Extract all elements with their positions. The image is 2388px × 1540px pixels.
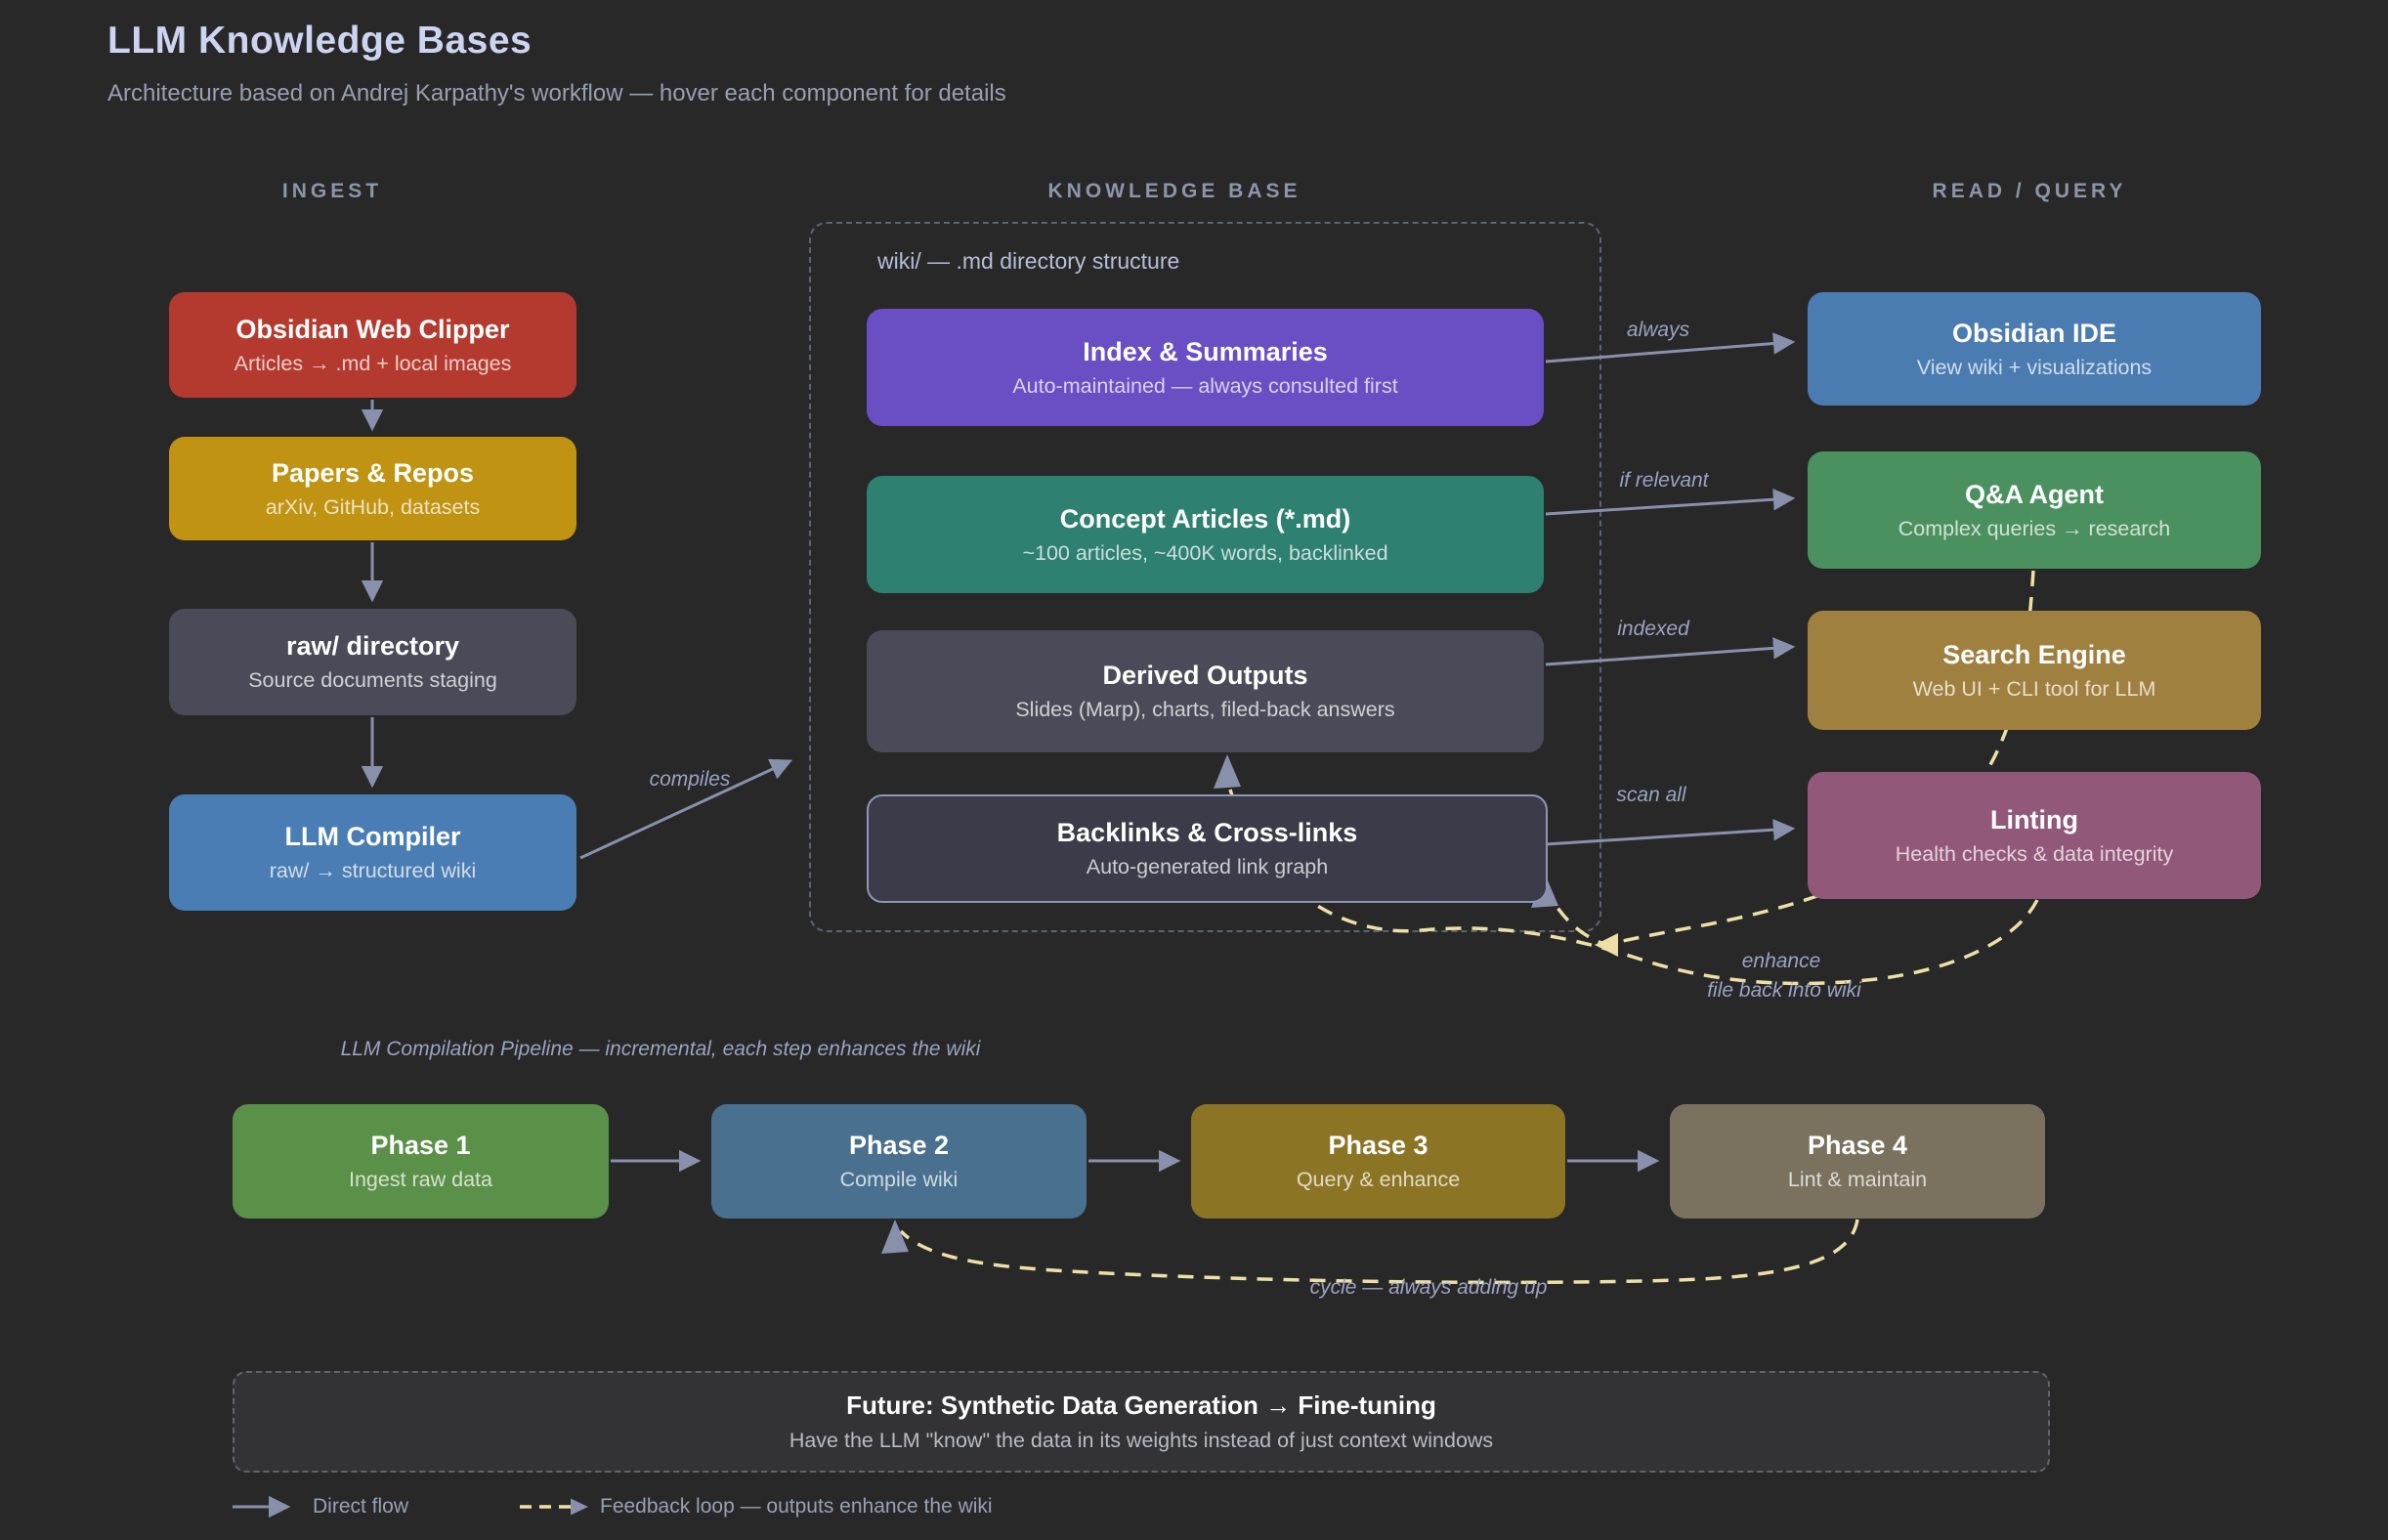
node-title: Linting (1990, 804, 2078, 834)
node-papers-repos[interactable]: Papers & Repos arXiv, GitHub, datasets (169, 437, 576, 540)
edge-label-cycle: cycle — always adding up (1309, 1276, 1548, 1299)
node-subtitle: View wiki + visualizations (1916, 355, 2153, 379)
node-backlinks-crosslinks[interactable]: Backlinks & Cross-links Auto-generated l… (867, 794, 1548, 903)
edge-label-indexed: indexed (1617, 618, 1689, 640)
node-title: Index & Summaries (1083, 336, 1328, 366)
column-heading-read-query: READ / QUERY (1932, 180, 2127, 202)
node-title: Obsidian IDE (1951, 318, 2117, 348)
node-title: Search Engine (1942, 639, 2126, 669)
node-qa-agent[interactable]: Q&A Agent Complex queries → research (1808, 451, 2261, 569)
future-title: Future: Synthetic Data Generation → Fine… (846, 1390, 1436, 1420)
node-subtitle: Web UI + CLI tool for LLM (1912, 676, 2156, 701)
direct-flow-arrow-icon (233, 1496, 291, 1518)
edge-label-always: always (1626, 319, 1690, 341)
node-subtitle: Complex queries → research (1898, 516, 2171, 540)
wiki-directory-label: wiki/ — .md directory structure (877, 248, 1180, 274)
node-subtitle: Auto-generated link graph (1086, 855, 1329, 878)
node-title: Phase 3 (1328, 1131, 1429, 1160)
node-title: Phase 1 (370, 1131, 471, 1160)
node-title: Q&A Agent (1965, 479, 2104, 509)
node-subtitle: Slides (Marp), charts, filed-back answer… (1015, 698, 1395, 721)
node-search-engine[interactable]: Search Engine Web UI + CLI tool for LLM (1808, 611, 2261, 730)
node-linting[interactable]: Linting Health checks & data integrity (1808, 772, 2261, 899)
node-subtitle: Health checks & data integrity (1895, 841, 2174, 866)
node-phase-2[interactable]: Phase 2 Compile wiki (711, 1104, 1087, 1219)
node-subtitle: Source documents staging (248, 668, 497, 692)
node-title: Obsidian Web Clipper (235, 314, 510, 344)
node-subtitle: Articles → .md + local images (234, 351, 512, 375)
node-subtitle: arXiv, GitHub, datasets (265, 494, 481, 519)
page-title: LLM Knowledge Bases (107, 20, 533, 62)
page-subtitle: Architecture based on Andrej Karpathy's … (107, 80, 1006, 107)
feedback-loop-arrow-icon (520, 1498, 588, 1516)
cycle-arrowhead-phase2 (881, 1219, 909, 1254)
node-phase-3[interactable]: Phase 3 Query & enhance (1191, 1104, 1565, 1219)
future-subtitle: Have the LLM "know" the data in its weig… (789, 1429, 1494, 1452)
node-title: Phase 4 (1807, 1131, 1908, 1160)
edge-label-if-relevant: if relevant (1619, 469, 1709, 492)
node-phase-4[interactable]: Phase 4 Lint & maintain (1670, 1104, 2045, 1219)
edge-label-enhance: enhance (1741, 950, 1821, 972)
node-title: LLM Compiler (284, 822, 461, 851)
node-concept-articles[interactable]: Concept Articles (*.md) ~100 articles, ~… (867, 476, 1544, 593)
legend-feedback-loop: Feedback loop — outputs enhance the wiki (518, 1495, 993, 1519)
node-title: raw/ directory (285, 631, 460, 661)
node-phase-1[interactable]: Phase 1 Ingest raw data (233, 1104, 609, 1219)
edge-label-file-back: file back into wiki (1707, 979, 1861, 1002)
legend-direct-flow: Direct flow (231, 1495, 408, 1519)
node-title: Phase 2 (848, 1131, 950, 1160)
node-subtitle: Lint & maintain (1787, 1168, 1928, 1191)
legend-feedback-loop-label: Feedback loop — outputs enhance the wiki (600, 1495, 993, 1518)
node-subtitle: ~100 articles, ~400K words, backlinked (1022, 540, 1388, 565)
node-derived-outputs[interactable]: Derived Outputs Slides (Marp), charts, f… (867, 630, 1544, 752)
node-title: Backlinks & Cross-links (1056, 818, 1358, 847)
edge-label-scan-all: scan all (1616, 784, 1686, 806)
feedback-arrowhead-crossing (1595, 933, 1618, 957)
column-heading-ingest: INGEST (281, 180, 383, 202)
node-subtitle: Ingest raw data (348, 1168, 492, 1191)
node-obsidian-web-clipper[interactable]: Obsidian Web Clipper Articles → .md + lo… (169, 292, 576, 398)
node-subtitle: Query & enhance (1296, 1168, 1461, 1191)
node-subtitle: raw/ → structured wiki (269, 859, 477, 882)
pipeline-label: LLM Compilation Pipeline — incremental, … (340, 1038, 981, 1060)
node-title: Concept Articles (*.md) (1059, 503, 1351, 534)
node-title: Papers & Repos (271, 457, 475, 488)
node-obsidian-ide[interactable]: Obsidian IDE View wiki + visualizations (1808, 292, 2261, 406)
edge-label-compiles: compiles (649, 768, 731, 791)
legend-direct-flow-label: Direct flow (313, 1495, 409, 1518)
node-index-summaries[interactable]: Index & Summaries Auto-maintained — alwa… (867, 309, 1544, 426)
node-raw-directory[interactable]: raw/ directory Source documents staging (169, 609, 576, 715)
column-heading-knowledge-base: KNOWLEDGE BASE (1047, 180, 1301, 202)
future-box: Future: Synthetic Data Generation → Fine… (233, 1371, 2050, 1473)
node-llm-compiler[interactable]: LLM Compiler raw/ → structured wiki (169, 794, 576, 911)
cycle-curve (899, 1219, 1859, 1285)
node-subtitle: Auto-maintained — always consulted first (1012, 373, 1398, 398)
node-subtitle: Compile wiki (839, 1168, 959, 1191)
node-title: Derived Outputs (1102, 661, 1308, 690)
